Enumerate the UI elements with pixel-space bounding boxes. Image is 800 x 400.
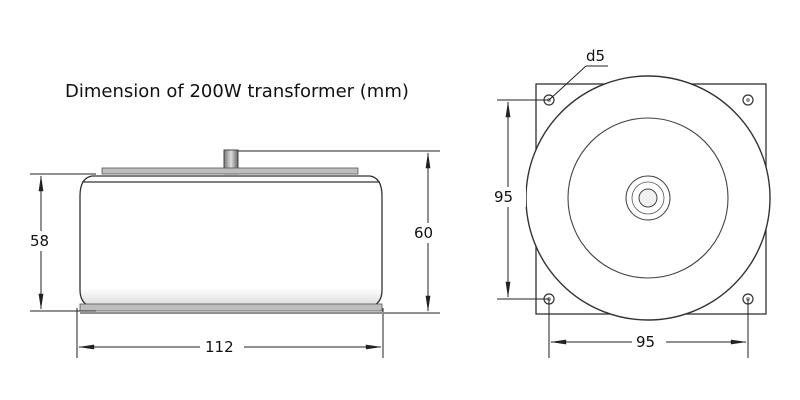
top-plate [101, 167, 359, 175]
inner-ring [567, 117, 729, 279]
top-view: d5 95 95 [492, 47, 771, 358]
hole-spacing-horizontal-label: 95 [636, 333, 655, 351]
height-total-label: 60 [414, 224, 433, 242]
side-view: 58 60 112 [24, 149, 444, 358]
bottom-plate [79, 303, 383, 312]
transformer-body [79, 175, 383, 309]
hole-diameter-label: d5 [586, 47, 605, 65]
diagram-title: Dimension of 200W transformer (mm) [65, 81, 409, 102]
hole-leader-line [548, 65, 587, 101]
height-body-label: 58 [30, 232, 49, 250]
mounting-hole-top-right [742, 94, 754, 106]
hole-spacing-vertical-label: 95 [494, 188, 513, 206]
width-label: 112 [205, 338, 234, 356]
center-hole [638, 188, 658, 208]
